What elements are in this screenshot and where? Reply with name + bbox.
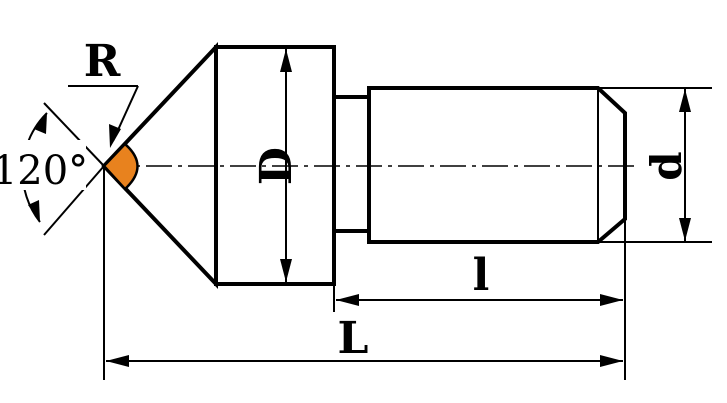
label-angle: 120° (0, 148, 88, 194)
neck (332, 95, 371, 233)
label-L: L (338, 313, 369, 364)
angle-arrow-lower (28, 200, 40, 222)
angle-ext-upper (43, 102, 105, 167)
angle-ext-lower (43, 165, 105, 236)
dimension-D-arrow-bottom (280, 259, 292, 282)
radius-leader-arrow (109, 124, 121, 148)
tip-insert (102, 142, 139, 191)
angle-label-bg (0, 140, 86, 190)
dimension-d-arrow-bottom (679, 218, 691, 241)
label-d: d (642, 151, 691, 180)
dimension-L-arrow-left (106, 355, 129, 367)
threaded-shank (367, 86, 627, 244)
dimension-l-arrow-left (336, 294, 359, 306)
label-R: R (84, 36, 121, 87)
angle-arrow-upper (34, 113, 47, 134)
dimension-d-arrow-top (679, 89, 691, 112)
dimension-l-arrow-right (600, 294, 623, 306)
dimension-L-arrow-right (600, 355, 623, 367)
dimension-D-arrow-top (280, 49, 292, 72)
label-l: l (473, 250, 490, 301)
label-D: D (251, 147, 302, 185)
